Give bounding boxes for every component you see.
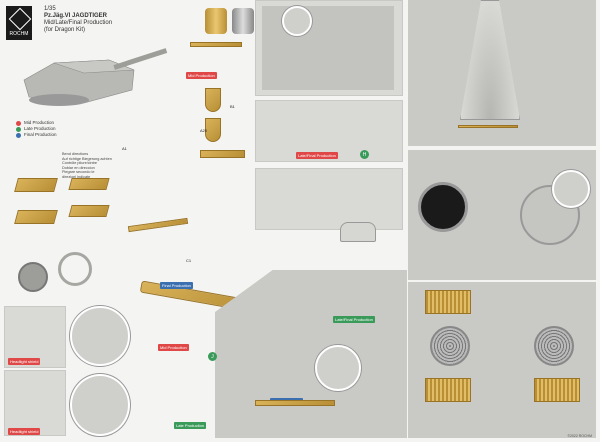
pe-part-bracket-4 [68, 205, 110, 217]
headlight-panel-mid [4, 306, 66, 368]
mid-production-tag: Mid Production [186, 72, 217, 79]
hatch-open [418, 182, 468, 232]
mid-production-tag-2: Mid Production [158, 344, 189, 351]
hull-rear-view [215, 270, 407, 438]
pe-strip-top [190, 42, 242, 47]
pe-spare-wheel [18, 262, 48, 292]
title-kit: (for Dragon Kit) [44, 27, 86, 33]
legend-item-final: Final Production [16, 132, 57, 138]
headlight-tag-late: Headlight shield [8, 428, 41, 435]
pe-deck-grille-right [534, 378, 580, 402]
production-legend: Mid Production Late Production Final Pro… [16, 120, 57, 138]
panel-hull-detail-2 [255, 100, 403, 162]
headlight-detail-circle-2 [70, 374, 130, 436]
grille-left [430, 326, 470, 366]
pe-hatch-rail [458, 125, 518, 128]
part-label-b1: B1 [230, 104, 235, 109]
detail-circle-deck [552, 170, 590, 208]
late-production-tag: Late/Final Production [296, 152, 338, 159]
detail-circle-rear [315, 345, 361, 391]
brand-logo: ROCHM [6, 6, 32, 40]
late-final-tag-2: Late/Final Production [333, 316, 375, 323]
part-label-c1: C1 [186, 258, 192, 263]
pe-clamp-row [200, 150, 245, 158]
cylinder-part-1 [205, 8, 227, 34]
detail-circle-top [282, 6, 312, 36]
pe-part-bracket-3 [68, 178, 110, 190]
pe-shovel-2 [205, 118, 221, 142]
late-production-tag-2: Late Production [174, 422, 207, 429]
legend-item-mid: Mid Production [16, 120, 57, 126]
pe-ring-clamp [58, 252, 92, 286]
title-scale: 1/35 [44, 6, 56, 12]
step-marker-j: J [208, 352, 217, 361]
headlight-tag-mid: Headlight shield [8, 358, 41, 365]
pe-deck-grille-bottom [425, 378, 471, 402]
title-variant: Mid/Late/Final Production [44, 20, 113, 26]
pe-long-bar [127, 217, 189, 233]
part-label-a20: A20 [200, 128, 208, 133]
step-marker-h: H [360, 150, 369, 159]
late-dot-icon [16, 126, 21, 132]
footer-copyright: ©2022 ROCHM [567, 434, 592, 438]
title-block: 1/35 Pz.Jäg.VI JAGDTIGER Mid/Late/Final … [44, 6, 112, 34]
headlight-panel-late [4, 370, 66, 436]
pe-rear-rail [255, 400, 335, 406]
panel-side-right [255, 168, 403, 230]
pe-deck-grille-top [425, 290, 471, 314]
legend-item-late: Late Production [16, 126, 57, 132]
headlight-detail-circle-1 [70, 306, 130, 366]
pe-part-bracket-1 [14, 178, 58, 192]
bend-note: Bend directions Auf richtige Biegerung a… [62, 152, 112, 179]
pe-lid [340, 222, 376, 242]
final-production-tag: Final Production [160, 282, 193, 289]
title-model: Pz.Jäg.VI JAGDTIGER [44, 13, 108, 19]
pe-shovel-1 [205, 88, 221, 112]
part-label-a1: A1 [122, 146, 127, 151]
final-dot-icon [16, 132, 21, 138]
cylinder-part-2 [232, 8, 254, 34]
pe-part-bracket-2 [14, 210, 58, 224]
tank-illustration [14, 45, 169, 115]
grille-right [534, 326, 574, 366]
mid-dot-icon [16, 120, 21, 126]
